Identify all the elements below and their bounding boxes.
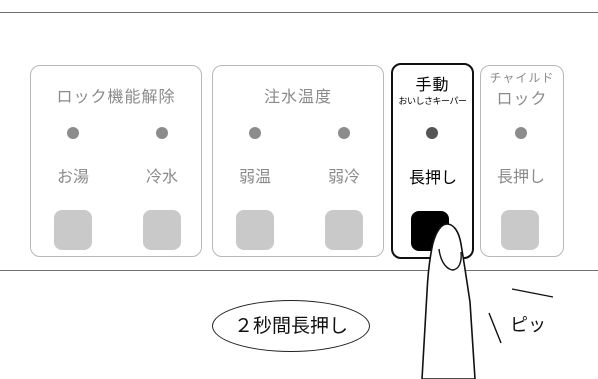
weak-warm-label: 弱温 — [238, 167, 271, 186]
cold-water-button[interactable] — [143, 210, 181, 250]
top-divider-line — [0, 12, 598, 13]
weak-cold-button[interactable] — [325, 210, 363, 250]
instruction-bubble: ２秒間長押し — [212, 300, 370, 352]
hot-water-indicator — [67, 127, 79, 139]
child-lock-indicator — [515, 127, 527, 139]
finger-icon — [421, 223, 476, 379]
fingernail-icon — [438, 248, 462, 271]
water-temperature-title: 注水温度 — [263, 87, 332, 106]
child-lock-button[interactable] — [501, 210, 539, 250]
weak-warm-indicator — [249, 127, 261, 139]
sound-line-1 — [511, 288, 554, 298]
child-lock-panel: チャイルド ロック 長押し — [480, 65, 564, 257]
child-lock-long-press-label: 長押し — [496, 167, 545, 186]
weak-cold-label: 弱冷 — [327, 167, 360, 186]
child-lock-title-line2: ロック — [496, 89, 548, 108]
hot-water-button[interactable] — [54, 210, 92, 250]
cold-water-indicator — [156, 127, 168, 139]
lock-release-title: ロック機能解除 — [56, 87, 176, 106]
manual-indicator — [426, 127, 438, 139]
child-lock-title-line1: チャイルド — [489, 71, 555, 85]
weak-cold-indicator — [338, 127, 350, 139]
counter-edge-line — [0, 270, 598, 271]
weak-warm-button[interactable] — [236, 210, 274, 250]
water-temperature-panel: 注水温度 弱温 弱冷 — [212, 65, 384, 257]
manual-title: 手動 — [415, 75, 450, 94]
cold-water-label: 冷水 — [145, 167, 178, 186]
lock-release-panel: ロック機能解除 お湯 冷水 — [30, 65, 202, 257]
manual-long-press-label: 長押し — [408, 168, 457, 187]
hot-water-label: お湯 — [56, 167, 89, 186]
beep-sound-text: ピッ — [510, 315, 546, 336]
sound-line-2 — [488, 312, 502, 344]
manual-subtitle: おいしさキーパー — [398, 97, 467, 107]
